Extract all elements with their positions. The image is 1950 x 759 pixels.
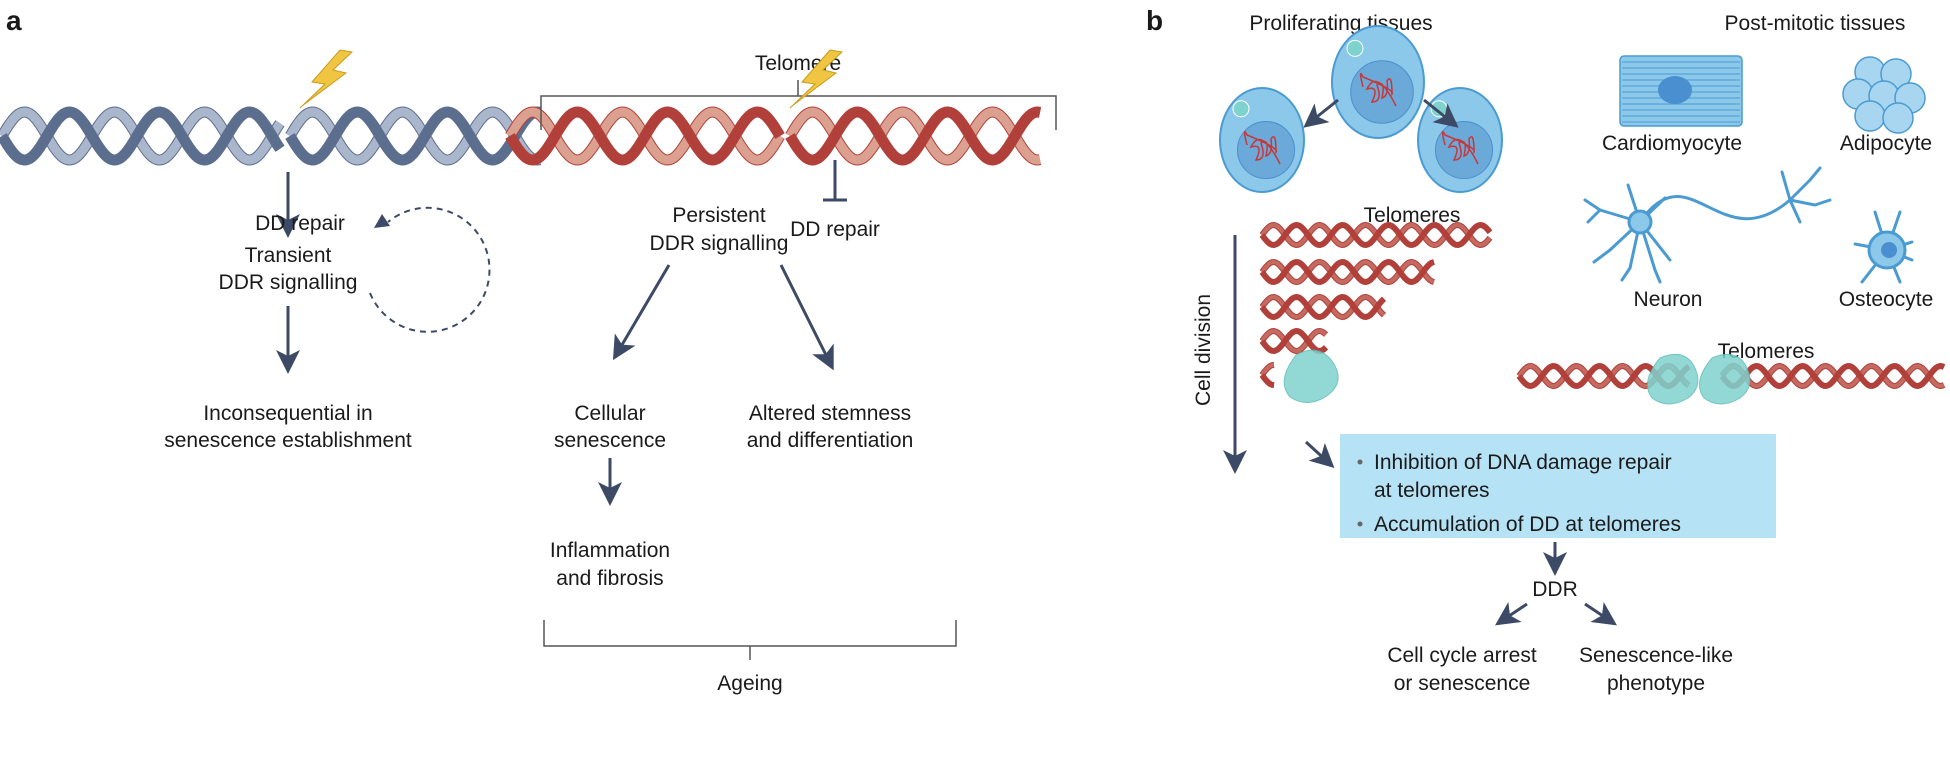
persistent-label: DDR signalling [650,232,789,255]
transient-label: DDR signalling [219,271,358,294]
cellular-senescence-label: Cellular [574,402,645,425]
box-item: at telomeres [1374,479,1490,502]
dna-strand [1260,294,1386,320]
persistent-label: Persistent [672,204,766,227]
bullet [1357,459,1363,465]
senescence-like-label: phenotype [1607,672,1705,695]
telomere-bracket [540,80,1057,130]
arrow [1303,98,1339,128]
arrow [1584,602,1617,626]
lightning-icon [299,49,354,109]
nucleus [1350,60,1414,124]
dna-strand [286,107,541,165]
altered-stemness-label: Altered stemness [749,402,911,425]
dna-strand [1260,363,1275,377]
protein-icon [1699,353,1751,405]
senescence-like-label: Senescence-like [1579,644,1733,667]
dividing-cells [1219,25,1503,193]
panel-b-label: b [1146,5,1163,36]
dna-strand [786,107,1041,165]
ddr-label: DDR [1532,578,1578,601]
arrow [1304,440,1335,469]
chromatin [1441,130,1479,165]
nucleus [1236,120,1296,180]
dna-strand [1260,294,1386,320]
fat-cell [1882,102,1914,134]
dashed-loop-arrow [369,206,491,333]
inflammation-label: Inflammation [550,539,670,562]
cellular-senescence-label: senescence [554,429,666,452]
dd-repair-inhibited-label: DD repair [790,218,880,241]
arrow [612,264,671,361]
neuron-label: Neuron [1634,288,1703,311]
dna-strand [786,107,1041,165]
fat-cell [1854,100,1886,132]
protein-icon [1647,353,1699,405]
chromatin [1359,72,1397,107]
summary-box [1340,434,1776,538]
inconsequential-label: Inconsequential in [203,402,372,425]
inhibition-bar [823,160,847,202]
dna-strand [1260,328,1328,354]
ageing-label: Ageing [717,672,782,695]
telomeres-left-label: Telomeres [1364,204,1461,227]
dna-strand [1260,259,1435,285]
neuron-icon [1583,166,1832,284]
adipocyte-label: Adipocyte [1840,132,1932,155]
arrow [1495,602,1528,626]
dna-strand [286,107,541,165]
arrow [1423,98,1459,128]
osteocyte-icon [1853,210,1914,284]
bullet [1357,521,1363,527]
panel-a-label: a [6,5,22,36]
inflammation-label: and fibrosis [556,567,663,590]
arrow [779,264,834,371]
nucleus [1434,120,1494,180]
cardiomyocyte-icon [1619,55,1743,127]
arrowhead [374,214,390,228]
dna-helix-a [0,106,1042,166]
cell-cycle-arrest-label: Cell cycle arrest [1387,644,1537,667]
chromatin [1243,130,1281,165]
dna-strand [1260,373,1275,387]
dna-strand [1260,259,1435,285]
inconsequential-label: senescence establishment [164,429,412,452]
box-item: Accumulation of DD at telomeres [1374,513,1681,536]
transient-label: Transient [245,244,332,267]
telomeres-right-label: Telomeres [1718,340,1815,363]
cell-division-label: Cell division [1192,294,1215,406]
cardiomyocyte-label: Cardiomyocyte [1602,132,1742,155]
altered-stemness-label: and differentiation [747,429,914,452]
lightning-icon [789,49,844,109]
telomere-with-damage [1516,353,1946,405]
adipocyte-icon [1842,56,1926,134]
organelle [1232,100,1250,118]
dna-strand [1260,328,1328,354]
dna-strand [506,107,784,165]
osteocyte-label: Osteocyte [1839,288,1934,311]
dna-strand [0,107,284,165]
proliferating-tissues-label: Proliferating tissues [1249,12,1432,35]
ageing-bracket [543,620,957,660]
dna-strand [1260,222,1492,248]
protein-icon [1283,349,1339,403]
box-item: Inhibition of DNA damage repair [1374,451,1672,474]
cell-cycle-arrest-label: or senescence [1394,672,1531,695]
organelle [1346,39,1364,57]
post-mitotic-tissues-label: Post-mitotic tissues [1725,12,1906,35]
shortening-telomeres [1259,221,1493,403]
dna-strand [1720,363,1945,389]
dd-repair-loop-label: DD repair [255,212,345,235]
